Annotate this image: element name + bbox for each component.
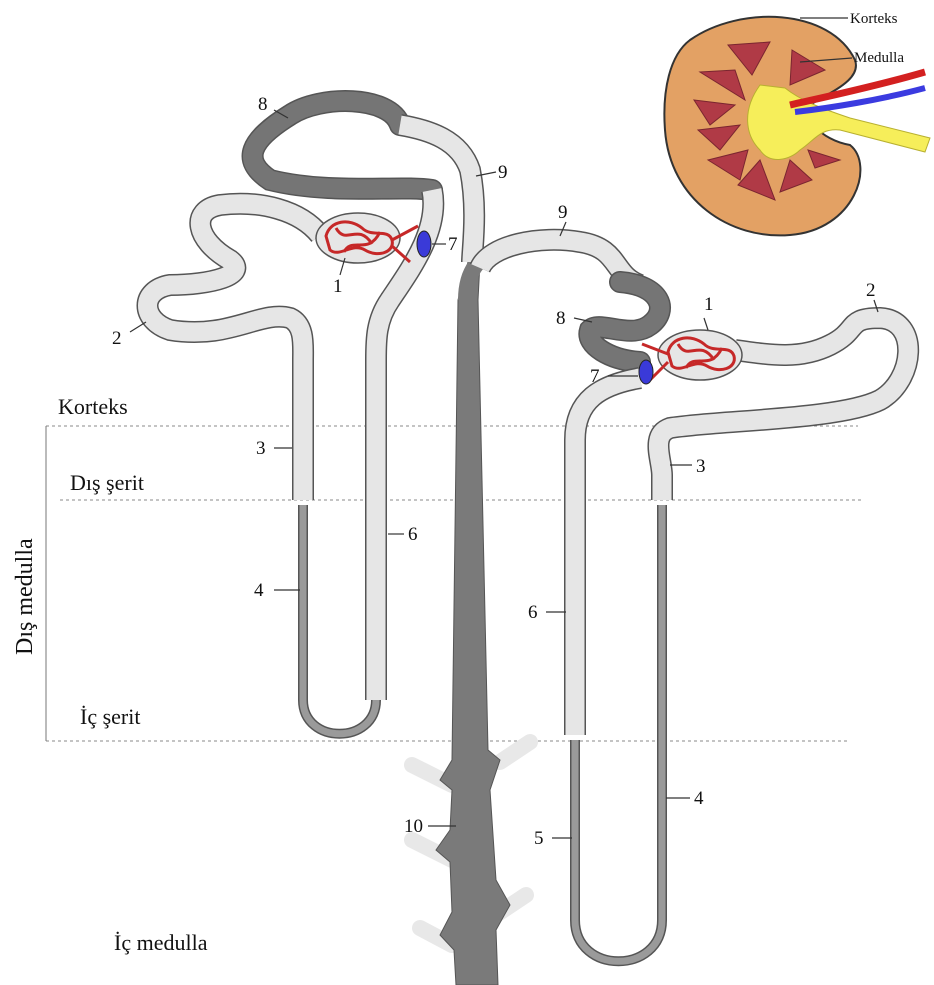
- collecting-duct: [412, 250, 530, 985]
- kidney-korteks-label: Korteks: [850, 11, 898, 27]
- right-nephron: [480, 240, 908, 961]
- zone-dis-medulla-label: Dış medulla: [12, 538, 38, 655]
- left-label-4: 4: [254, 580, 264, 601]
- right-label-1: 1: [704, 294, 714, 315]
- left-label-9: 9: [498, 162, 508, 183]
- left-label-7: 7: [448, 234, 458, 255]
- zone-korteks-label: Korteks: [58, 394, 128, 419]
- right-label-7: 7: [590, 366, 600, 387]
- left-label-3: 3: [256, 438, 266, 459]
- kidney-inset: Korteks Medulla: [664, 11, 930, 235]
- kidney-medulla-label: Medulla: [854, 50, 904, 66]
- zone-ic-medulla-label: İç medulla: [114, 930, 208, 955]
- left-label-1: 1: [333, 276, 343, 297]
- right-label-6: 6: [528, 602, 538, 623]
- right-label-5: 5: [534, 828, 544, 849]
- zone-dis-serit-label: Dış şerit: [70, 470, 144, 495]
- right-label-3: 3: [696, 456, 706, 477]
- left-label-2: 2: [112, 328, 122, 349]
- left-label-8: 8: [258, 94, 268, 115]
- left-nephron: [148, 101, 475, 734]
- right-label-4: 4: [694, 788, 704, 809]
- right-label-9: 9: [558, 202, 568, 223]
- right-label-8: 8: [556, 308, 566, 329]
- right-label-2: 2: [866, 280, 876, 301]
- left-label-6: 6: [408, 524, 418, 545]
- collecting-duct-label-10: 10: [404, 816, 423, 837]
- zone-ic-serit-label: İç şerit: [80, 704, 140, 729]
